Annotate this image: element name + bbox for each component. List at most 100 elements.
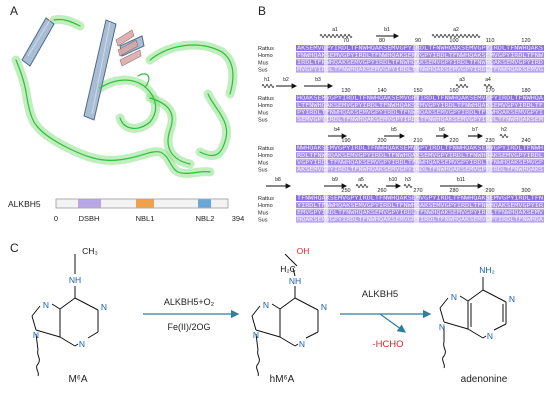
species-label-homo: Homo <box>258 103 273 109</box>
domain-nbl1 <box>136 199 154 208</box>
domain-bar-end: 394 <box>232 214 245 223</box>
hm6a-oh: OH <box>297 246 310 256</box>
ss-label-b10: b10 <box>389 177 398 183</box>
ss-helix-a5 <box>355 184 369 188</box>
hm6a-n7: N <box>263 300 269 310</box>
alignment-residues: IRDLTFNWHQAKSEMVGPYIRDLTFNWHQAKSEMVGPYIR… <box>297 60 543 66</box>
ss-helix-h3 <box>403 184 413 188</box>
species-label-mus: Mus <box>258 160 269 166</box>
hm6a-n9: N <box>253 330 259 340</box>
m6a-n1: N <box>101 302 107 312</box>
m6a-nh: NH <box>69 275 81 285</box>
species-label-sus: Sus <box>258 168 268 174</box>
alignment-residues: EMVGPYIRDLTFNWHQAKSEMVGPYIRDLTFNWHQAKSEM… <box>297 210 543 216</box>
ss-label-b9: b9 <box>332 177 338 183</box>
molecule-adenosine <box>439 277 507 369</box>
alignment-gap-column <box>324 95 328 123</box>
alignment-gap-column <box>486 95 492 123</box>
species-label-homo: Homo <box>258 153 273 159</box>
helix-1 <box>21 17 55 67</box>
ss-label-a1: a1 <box>332 27 338 33</box>
ss-label-h2: h2 <box>501 127 507 133</box>
hm6a-nh: NH <box>289 276 301 286</box>
alignment-residues: FNWHQAKSEMVGPYIRDLTFNWHQAKSEMVGPYIRDLTFN… <box>297 53 544 59</box>
species-label-mus: Mus <box>258 210 269 216</box>
alignment-residues: PYIRDLTFNWHQAKSEMVGPYIRDLTFNWHQAKSEMVGPY… <box>297 110 543 116</box>
alignment-row-mus <box>296 159 544 166</box>
alignment-residues: TFNWHQAKSEMVGPYIRDLTFNWHQAKSEMVGPYIRDLTF… <box>297 196 543 202</box>
species-label-rattus: Rattus <box>258 196 274 202</box>
ss-label-b2: b2 <box>283 77 289 83</box>
alignment-gap-column <box>324 145 328 173</box>
protein-structure <box>11 15 238 178</box>
domain-bar-start: 0 <box>54 214 58 223</box>
tick-110: 110 <box>486 38 495 44</box>
hm6a-ch2: H₂C <box>280 264 296 274</box>
species-label-rattus: Rattus <box>258 146 274 152</box>
alignment-row-mus <box>296 59 544 66</box>
panel-label-c: C <box>10 241 19 255</box>
m6a-n9: N <box>33 330 39 340</box>
tick-100: 100 <box>449 38 458 44</box>
species-label-homo: Homo <box>258 203 273 209</box>
alignment-residues: HQAKSEMVGPYIRDLTFNWHQAKSEMVGPYIRDLTFNWHQ… <box>297 96 543 102</box>
ss-helix-a1 <box>319 34 353 38</box>
byproduct-label: -HCHO <box>372 339 403 350</box>
alignment-row-homo <box>296 52 544 59</box>
panel-label-b: B <box>258 4 266 18</box>
m6a-n7: N <box>43 300 49 310</box>
tick-160: 160 <box>449 88 458 94</box>
tick-290: 290 <box>485 188 494 194</box>
species-label-homo: Homo <box>258 53 273 59</box>
ss-helix-a3 <box>455 84 469 88</box>
adenosine-n3: N <box>487 331 493 341</box>
ss-helix-h2 <box>499 134 509 138</box>
hm6a-n1: N <box>321 302 327 312</box>
alignment-gap-column <box>324 45 328 73</box>
alignment-row-sus <box>296 116 544 123</box>
tick-190: 190 <box>341 138 350 144</box>
ss-helix-a4 <box>483 84 493 88</box>
alignment-row-rattus <box>296 195 544 201</box>
domain-label-nbl1: NBL1 <box>136 214 155 223</box>
ss-label-b1: b1 <box>384 27 390 33</box>
tick-120: 120 <box>521 38 530 44</box>
alignment-row-homo <box>296 202 544 209</box>
species-label-sus: Sus <box>258 118 268 124</box>
species-label-mus: Mus <box>258 60 269 66</box>
ss-label-b8: b8 <box>275 177 281 183</box>
alignment-residues: AKSEMVGPYIRDLTFNWHQAKSEMVGPYIRDLTFNWHQAK… <box>297 167 543 173</box>
alignment-row-mus <box>296 209 544 216</box>
alignment-gap-column <box>486 195 492 223</box>
domain-label-nbl2: NBL2 <box>196 214 215 223</box>
tick-260: 260 <box>377 188 386 194</box>
adenosine-n1: N <box>509 294 515 304</box>
m6a-ch3: CH₃ <box>82 246 98 256</box>
ss-label-h1: h1 <box>264 77 270 83</box>
alignment-residues: SEMVGPYIRDLTFNWHQAKSEMVGPYIRDLTFNWHQAKSE… <box>297 117 543 123</box>
alignment-gap-column <box>324 195 328 223</box>
alignment-residues: HQAKSEMVGPYIRDLTFNWHQAKSEMVGPYIRDLTFNWHQ… <box>297 217 543 223</box>
tick-270: 270 <box>413 188 422 194</box>
alignment-residues: LTFNWHQAKSEMVGPYIRDLTFNWHQAKSEMVGPYIRDLT… <box>297 103 543 109</box>
molecule-m6a <box>31 254 99 377</box>
ss-label-a3: a3 <box>459 77 465 83</box>
ss-label-h3: h3 <box>405 177 411 183</box>
adenosine-n9: N <box>439 322 445 332</box>
ss-label-b4: b4 <box>334 127 340 133</box>
tick-300: 300 <box>521 188 530 194</box>
hm6a-n3: N <box>299 339 305 349</box>
tick-280: 280 <box>449 188 458 194</box>
m6a-n3: N <box>79 339 85 349</box>
domain-bar: ALKBH5 0 DSBH NBL1 NBL2 394 <box>8 198 245 223</box>
species-label-sus: Sus <box>258 68 268 74</box>
helix-2 <box>83 19 117 121</box>
domain-dsbh <box>78 199 101 208</box>
hm6a-label: hM⁶A <box>270 374 295 385</box>
tick-90: 90 <box>415 38 421 44</box>
step1-cofactor: Fe(II)/2OG <box>167 322 210 332</box>
step2-enzyme: ALKBH5 <box>362 289 398 300</box>
tick-200: 200 <box>377 138 386 144</box>
molecule-hm6a <box>251 253 319 377</box>
